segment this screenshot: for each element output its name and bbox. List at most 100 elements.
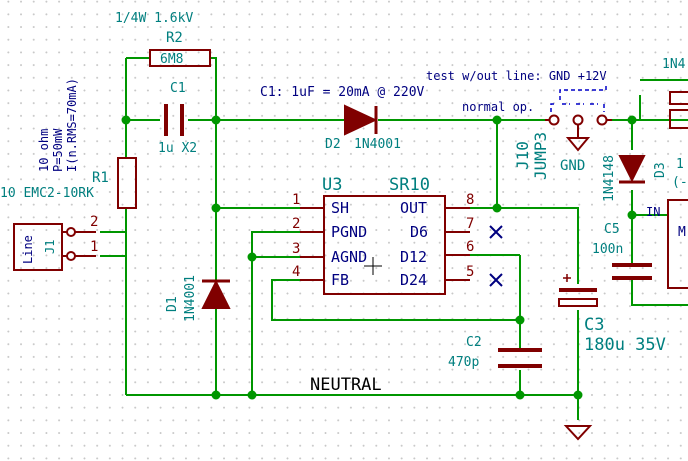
d1-body <box>201 279 231 309</box>
d2-body <box>344 104 378 136</box>
junction-dot <box>515 390 525 400</box>
junction-dot <box>627 115 637 125</box>
c3-ref: C3 <box>584 315 604 335</box>
j1-ref: J1 <box>43 240 57 254</box>
edge-label-top: 1N4 <box>662 57 686 72</box>
net-label-neutral: NEUTRAL <box>310 375 382 395</box>
c1-plates <box>164 104 184 136</box>
u3-pin-name-agnd: AGND <box>331 248 367 266</box>
c2-plates <box>498 348 542 368</box>
jumper-j10[interactable]: test w/out line: GND +12V normal op. GND… <box>426 69 612 180</box>
resistor-r1[interactable]: R1 10 EMC2-10RK 10 ohm P=50mW I(n.RMS=70… <box>0 78 137 209</box>
r1-ref: R1 <box>92 170 109 186</box>
r1-note-current: I(n.RMS=70mA) <box>65 78 79 172</box>
j10-pin-circle <box>596 114 608 126</box>
j10-pin-circle <box>548 114 560 126</box>
j10-value: JUMP3 <box>531 132 550 180</box>
wire-fb-loop <box>271 279 520 321</box>
junction-dot <box>492 115 502 125</box>
junction-dot <box>515 315 525 325</box>
wire-c5 <box>631 278 688 306</box>
u3-body <box>323 195 446 295</box>
u3-pin-name-fb: FB <box>331 271 349 289</box>
wire-u3-gnd <box>251 231 300 395</box>
r1-note-power: P=50mW <box>51 128 65 172</box>
r1-note-ohm: 10 ohm <box>37 129 51 172</box>
c2-value: 470p <box>448 355 479 370</box>
u3-pin-name-out: OUT <box>400 199 427 217</box>
capacitor-c3[interactable]: C3 180u 35V <box>558 274 666 355</box>
junctions <box>121 115 637 400</box>
j10-note-normal: normal op. <box>462 100 534 114</box>
d2-ref: D2 <box>325 137 341 152</box>
c5-plates <box>612 263 652 280</box>
edge-label-mid: 1 <box>676 157 684 172</box>
u3-pin-num-3: 3 <box>292 241 300 257</box>
resistor-r2[interactable]: 1/4W 1.6kV R2 6M8 <box>115 11 211 67</box>
wire-right-edge <box>639 79 688 120</box>
diode-d1[interactable]: D1 1N4001 <box>165 275 231 322</box>
junction-dot <box>211 203 221 213</box>
r2-body <box>149 49 211 67</box>
d3-body <box>618 155 646 183</box>
c2-ref: C2 <box>466 335 482 350</box>
junction-dot <box>211 115 221 125</box>
j10-jumper-dashes <box>550 84 607 112</box>
ic-u3[interactable]: U3 SR10 1 2 3 4 SH PGND AGND FB OUT D6 D… <box>292 175 503 295</box>
c3-value: 180u 35V <box>584 335 666 355</box>
d1-value: 1N4001 <box>183 275 198 322</box>
no-connect-marker <box>489 225 503 287</box>
u3-pin-stubs <box>300 207 470 281</box>
j1-pin1-num: 1 <box>90 239 98 255</box>
capacitor-c1[interactable]: C1 1u X2 <box>158 81 197 156</box>
d3-ref: D3 <box>653 162 668 178</box>
d3-value: 1N4148 <box>602 155 617 202</box>
capacitor-c5[interactable]: C5 100n <box>592 222 652 280</box>
ground-icon <box>565 137 591 152</box>
c1-note: C1: 1uF = 20mA @ 220V <box>260 85 425 100</box>
edge-regulator-body <box>667 199 688 289</box>
ground-icon <box>563 425 593 441</box>
r2-ref: R2 <box>166 30 183 46</box>
edge-label-box: M <box>678 225 686 240</box>
edge-label-paren: (- <box>672 175 688 190</box>
u3-pin-name-d12: D12 <box>400 248 427 266</box>
r2-value: 6M8 <box>160 52 183 67</box>
j10-gnd-label: GND <box>560 158 585 174</box>
r1-notes: 10 ohm P=50mW I(n.RMS=70mA) <box>37 78 79 172</box>
wire-j1 <box>100 231 127 395</box>
u3-pin-name-pgnd: PGND <box>331 223 367 241</box>
right-edge-partial: 1N4 1 (- IN M <box>646 57 688 289</box>
junction-dot <box>211 390 221 400</box>
u3-pin-num-8: 8 <box>466 192 474 208</box>
c5-ref: C5 <box>604 222 620 237</box>
wires <box>100 57 688 420</box>
d2-value: 1N4001 <box>354 137 401 152</box>
junction-dot <box>247 252 257 262</box>
diode-d3[interactable]: 1N4148 D3 <box>602 155 668 202</box>
edge-label-in: IN <box>646 205 660 219</box>
r1-value: 10 EMC2-10RK <box>0 186 94 201</box>
j10-note-test: test w/out line: GND +12V <box>426 69 607 83</box>
j1-pin-circle <box>66 251 76 261</box>
connector-j1[interactable]: Line J1 2 1 <box>13 214 98 271</box>
u3-pin-num-7: 7 <box>466 216 474 232</box>
edge-resistor-body <box>669 109 688 129</box>
u3-pin-num-4: 4 <box>292 264 300 280</box>
j1-body <box>13 223 63 271</box>
u3-pin-num-5: 5 <box>466 264 474 280</box>
c5-value: 100n <box>592 242 623 257</box>
u3-pin-num-2: 2 <box>292 216 300 232</box>
junction-dot <box>247 390 257 400</box>
j1-pin-circle <box>66 227 76 237</box>
u3-pin-name-sh: SH <box>331 199 349 217</box>
diode-d2[interactable]: D2 1N4001 <box>325 104 401 152</box>
j10-ref: J10 <box>513 141 532 170</box>
capacitor-c2[interactable]: C2 470p <box>448 335 542 370</box>
d1-ref: D1 <box>165 296 180 312</box>
r1-body <box>117 157 137 209</box>
edge-part-body <box>669 91 688 105</box>
c3-plate-bottom <box>558 298 598 307</box>
j1-label: Line <box>21 235 35 264</box>
